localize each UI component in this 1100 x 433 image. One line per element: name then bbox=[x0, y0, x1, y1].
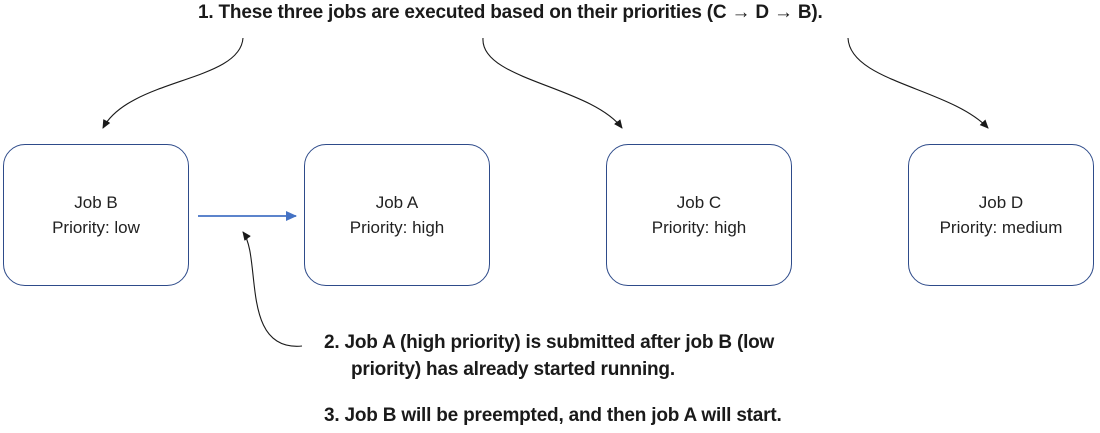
annotation-2-line-2: priority) has already started running. bbox=[351, 359, 675, 380]
annotation-2-line-1: 2. Job A (high priority) is submitted af… bbox=[324, 332, 775, 353]
job-a-priority: Priority: high bbox=[349, 218, 445, 237]
arrow-note1-to-job-d bbox=[847, 37, 989, 129]
job-b-name: Job B bbox=[74, 193, 118, 212]
arrow-note2-to-preempt bbox=[242, 231, 303, 347]
job-d-priority: Priority: medium bbox=[939, 218, 1063, 237]
job-b-priority: Priority: low bbox=[52, 218, 140, 237]
annotation-2: 2. Job A (high priority) is submitted af… bbox=[324, 329, 774, 383]
job-c-box: Job C Priority: high bbox=[606, 144, 792, 286]
job-c-name: Job C bbox=[676, 193, 722, 212]
job-a-name: Job A bbox=[375, 193, 419, 212]
annotation-3: 3. Job B will be preempted, and then job… bbox=[324, 405, 782, 426]
job-c-priority: Priority: high bbox=[651, 218, 747, 237]
arrow-note1-to-job-c bbox=[482, 37, 623, 129]
job-d-name: Job D bbox=[978, 193, 1024, 212]
job-d-box: Job D Priority: medium bbox=[908, 144, 1094, 286]
arrow-note1-to-job-b bbox=[102, 37, 244, 129]
annotation-1: 1. These three jobs are executed based o… bbox=[198, 2, 823, 23]
job-a-box: Job A Priority: high bbox=[304, 144, 490, 286]
job-b-box: Job B Priority: low bbox=[3, 144, 189, 286]
